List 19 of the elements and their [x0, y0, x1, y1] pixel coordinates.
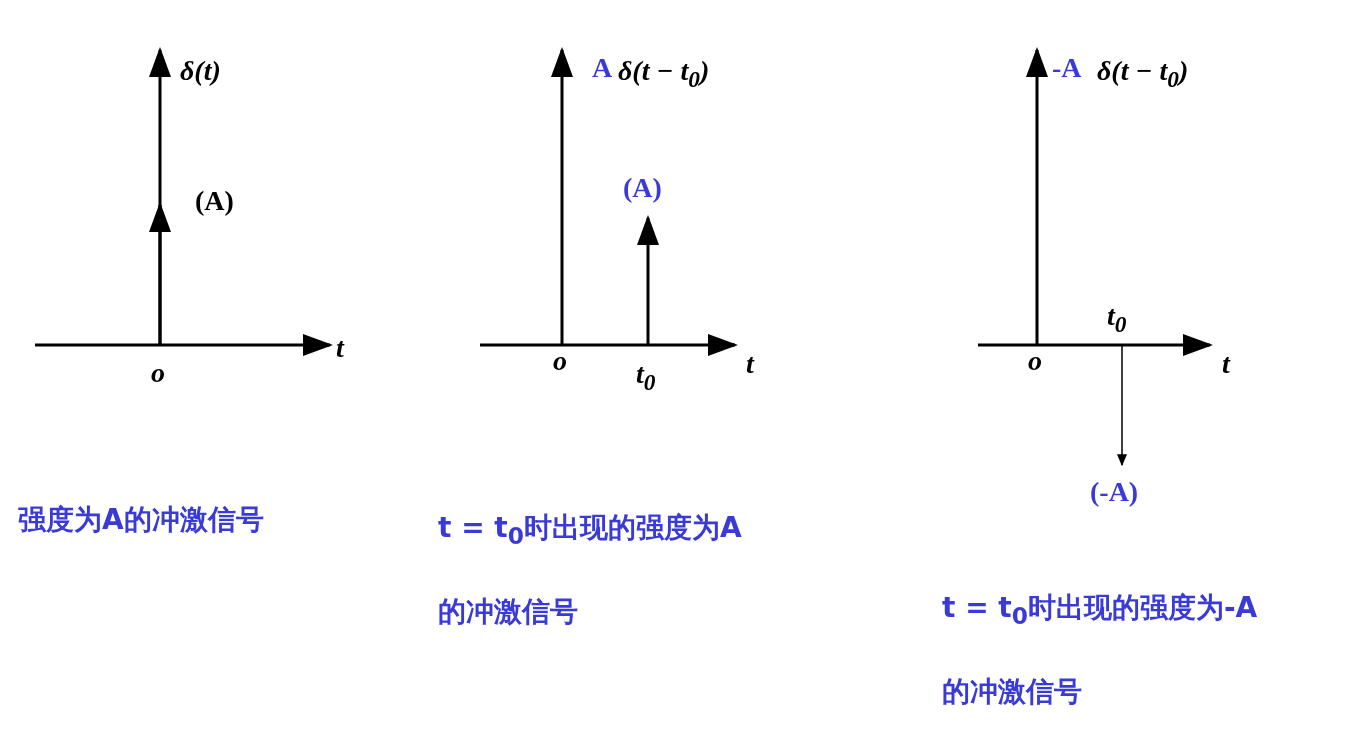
axis-label: δ(t − t$_{0}$) [1097, 55, 1189, 94]
axis-label: t$_{0}$ [1107, 300, 1127, 339]
axis-label: δ(t − t$_{0}$) [618, 55, 710, 94]
axis-label: o [553, 345, 567, 377]
caption: t = t$_{0}$时出现的强度为A的冲激信号 [438, 510, 743, 630]
axis-label: o [1028, 345, 1042, 377]
caption: 强度为A的冲激信号 [18, 502, 265, 538]
axis-label: A [592, 52, 613, 84]
axis-label: (A) [623, 172, 662, 204]
axis-label: -A [1052, 52, 1082, 84]
axis-label: t [746, 348, 754, 380]
axis-label: δ(t) [180, 55, 221, 87]
axis-label: (A) [195, 185, 234, 217]
axis-label: o [151, 357, 165, 389]
axis-label: t [336, 332, 344, 364]
axis-label: (-A) [1090, 476, 1139, 508]
axis-label: t$_{0}$ [636, 358, 656, 397]
axis-label: t [1222, 348, 1230, 380]
caption: t = t$_{0}$时出现的强度为-A的冲激信号 [942, 590, 1259, 710]
